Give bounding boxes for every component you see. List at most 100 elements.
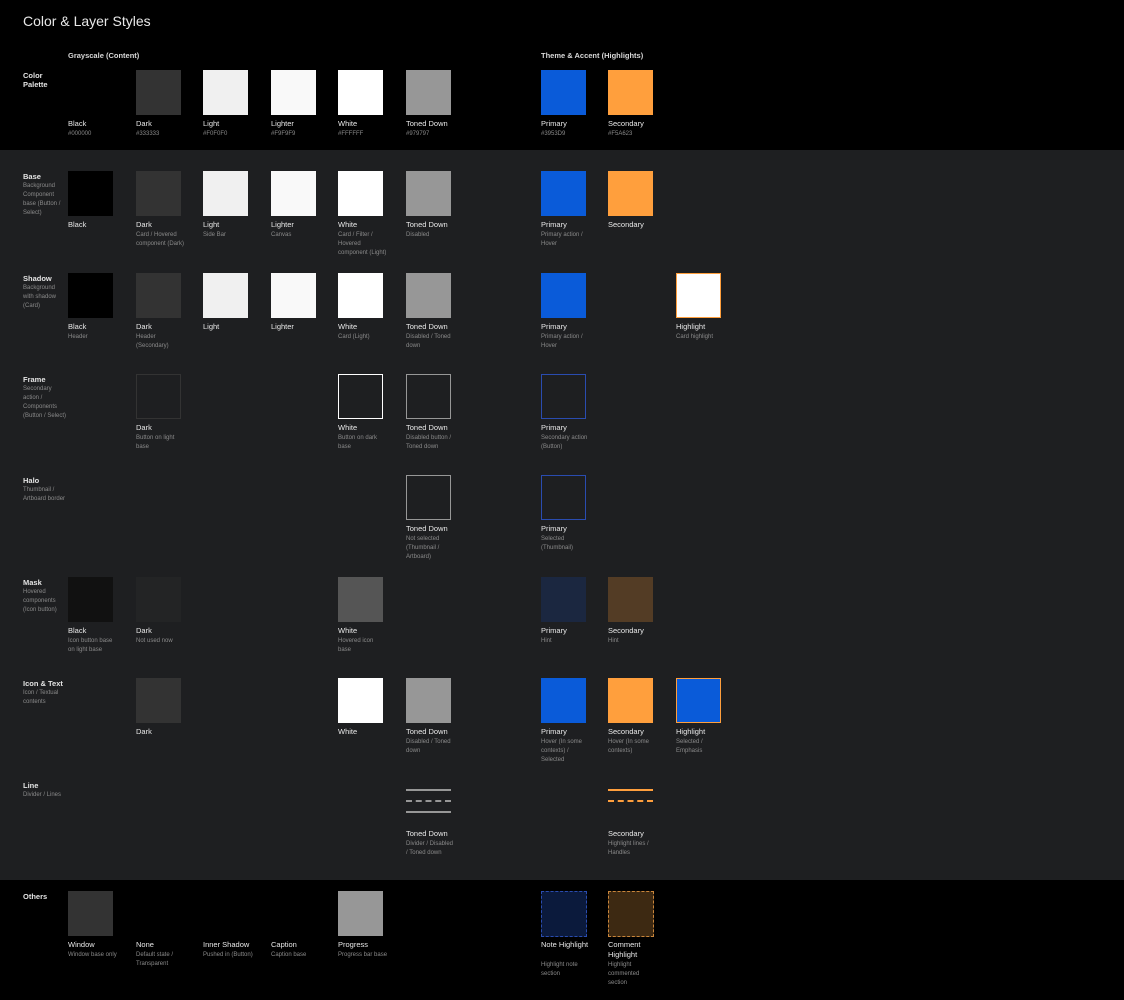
- swatch-label-shadow-light: Light: [203, 322, 220, 331]
- swatch-others-window[interactable]: [68, 891, 113, 936]
- swatch-label-base-primary: Primary: [541, 220, 567, 229]
- swatch-label-mask-secondary: Secondary: [608, 626, 644, 635]
- swatch-label-base-lighter: Lighter: [271, 220, 294, 229]
- swatch-palette-black[interactable]: [68, 70, 113, 115]
- swatch-shadow-dark[interactable]: [136, 273, 181, 318]
- swatch-frame-dark[interactable]: [136, 374, 181, 419]
- swatch-sub-frame-toned-down: Disabled button / Toned down: [406, 435, 452, 450]
- swatch-sub-shadow-toned-down: Disabled / Toned down: [406, 334, 451, 349]
- swatch-label-palette-dark: Dark: [136, 119, 152, 128]
- swatch-frame-white[interactable]: [338, 374, 383, 419]
- swatch-label-palette-lighter: Lighter: [271, 119, 294, 128]
- swatch-sub-base-toned-down: Disabled: [406, 232, 430, 238]
- swatch-label-halo-toned-down: Toned Down: [406, 524, 448, 533]
- swatch-label-icontext-toned-down: Toned Down: [406, 727, 448, 736]
- swatch-sub-base-white: Card / Filter / Hovered component (Light…: [338, 232, 387, 256]
- swatch-frame-toned-down[interactable]: [406, 374, 451, 419]
- swatch-icontext-secondary[interactable]: [608, 678, 653, 723]
- swatch-shadow-primary[interactable]: [541, 273, 586, 318]
- swatch-palette-white[interactable]: [338, 70, 383, 115]
- swatch-base-dark[interactable]: [136, 171, 181, 216]
- swatch-mask-white[interactable]: [338, 577, 383, 622]
- line-sample-line-secondary: [608, 789, 653, 791]
- swatch-sub-palette-dark: #333333: [136, 131, 160, 137]
- swatch-palette-primary[interactable]: [541, 70, 586, 115]
- swatch-label-base-white: White: [338, 220, 358, 229]
- row-desc-base: Background Component base (Button / Sele…: [23, 183, 61, 216]
- swatch-sub-frame-primary: Secondary action (Button): [541, 435, 588, 450]
- swatch-icontext-dark[interactable]: [136, 678, 181, 723]
- swatch-sub-shadow-dark: Header (Secondary): [136, 334, 169, 349]
- swatch-palette-secondary[interactable]: [608, 70, 653, 115]
- swatch-shadow-toned-down[interactable]: [406, 273, 451, 318]
- swatch-others-progress[interactable]: [338, 891, 383, 936]
- row-desc-frame: Secondary action / Components (Button / …: [23, 386, 67, 419]
- swatch-mask-black[interactable]: [68, 577, 113, 622]
- swatch-palette-lighter[interactable]: [271, 70, 316, 115]
- swatch-sub-icontext-primary: Hover (In some contexts) / Selected: [541, 739, 583, 763]
- row-title-icontext: Icon & Text: [23, 679, 63, 688]
- swatch-label-base-toned-down: Toned Down: [406, 220, 448, 229]
- swatch-sub-mask-white: Hovered icon base: [338, 638, 374, 653]
- swatch-sub-base-light: Side Bar: [203, 232, 227, 238]
- swatch-sub-shadow-white: Card (Light): [338, 334, 370, 340]
- swatch-shadow-lighter[interactable]: [271, 273, 316, 318]
- swatch-label-palette-black: Black: [68, 119, 87, 128]
- swatch-mask-dark[interactable]: [136, 577, 181, 622]
- swatch-palette-dark[interactable]: [136, 70, 181, 115]
- swatch-sub-others-none: Default state / Transparent: [136, 952, 174, 967]
- swatch-frame-primary[interactable]: [541, 374, 586, 419]
- swatch-sub-palette-white: #FFFFFF: [338, 131, 364, 137]
- swatch-base-lighter[interactable]: [271, 171, 316, 216]
- swatch-label-halo-primary: Primary: [541, 524, 567, 533]
- swatch-label-palette-white: White: [338, 119, 358, 128]
- swatch-others-comment-highlight[interactable]: [608, 891, 654, 937]
- swatch-base-light[interactable]: [203, 171, 248, 216]
- swatch-sub-line-toned-down: Divider / Disabled / Toned down: [406, 841, 454, 856]
- swatch-sub-palette-secondary: #F5A623: [608, 131, 633, 137]
- swatch-sub-frame-white: Button on dark base: [338, 435, 378, 450]
- swatch-palette-light[interactable]: [203, 70, 248, 115]
- swatch-base-black[interactable]: [68, 171, 113, 216]
- swatch-mask-secondary[interactable]: [608, 577, 653, 622]
- swatch-label-palette-toned-down: Toned Down: [406, 119, 448, 128]
- row-desc-line: Divider / Lines: [23, 792, 62, 798]
- swatch-label-palette-primary: Primary: [541, 119, 567, 128]
- swatch-shadow-light[interactable]: [203, 273, 248, 318]
- swatch-shadow-white[interactable]: [338, 273, 383, 318]
- swatch-label-base-secondary: Secondary: [608, 220, 644, 229]
- swatch-label-shadow-dark: Dark: [136, 322, 152, 331]
- swatch-sub-mask-secondary: Hint: [608, 638, 619, 644]
- swatch-label-base-light: Light: [203, 220, 220, 229]
- swatch-base-white[interactable]: [338, 171, 383, 216]
- swatch-label-base-black: Black: [68, 220, 87, 229]
- swatch-label-shadow-primary: Primary: [541, 322, 567, 331]
- swatch-others-note-highlight[interactable]: [541, 891, 587, 937]
- swatch-base-primary[interactable]: [541, 171, 586, 216]
- swatch-icontext-highlight[interactable]: [676, 678, 721, 723]
- row-title-shadow: Shadow: [23, 274, 52, 283]
- line-sample-line-toned-down: [406, 811, 451, 813]
- swatch-mask-primary[interactable]: [541, 577, 586, 622]
- swatch-sub-palette-light: #F0F0F0: [203, 131, 228, 137]
- swatch-halo-primary[interactable]: [541, 475, 586, 520]
- swatch-label-others-progress: Progress: [338, 940, 369, 949]
- swatch-label-others-note-highlight: Note Highlight: [541, 940, 589, 949]
- swatch-label-shadow-black: Black: [68, 322, 87, 331]
- swatch-icontext-white[interactable]: [338, 678, 383, 723]
- line-sample-line-toned-down: [406, 789, 451, 791]
- swatch-sub-frame-dark: Button on light base: [136, 435, 175, 450]
- swatch-palette-toned-down[interactable]: [406, 70, 451, 115]
- swatch-icontext-primary[interactable]: [541, 678, 586, 723]
- swatch-base-toned-down[interactable]: [406, 171, 451, 216]
- swatch-icontext-toned-down[interactable]: [406, 678, 451, 723]
- swatch-label-frame-dark: Dark: [136, 423, 152, 432]
- swatch-shadow-black[interactable]: [68, 273, 113, 318]
- swatch-shadow-highlight[interactable]: [676, 273, 721, 318]
- swatch-label-mask-white: White: [338, 626, 358, 635]
- swatch-halo-toned-down[interactable]: [406, 475, 451, 520]
- swatch-label-mask-primary: Primary: [541, 626, 567, 635]
- swatch-base-secondary[interactable]: [608, 171, 653, 216]
- row-title-others: Others: [23, 892, 48, 901]
